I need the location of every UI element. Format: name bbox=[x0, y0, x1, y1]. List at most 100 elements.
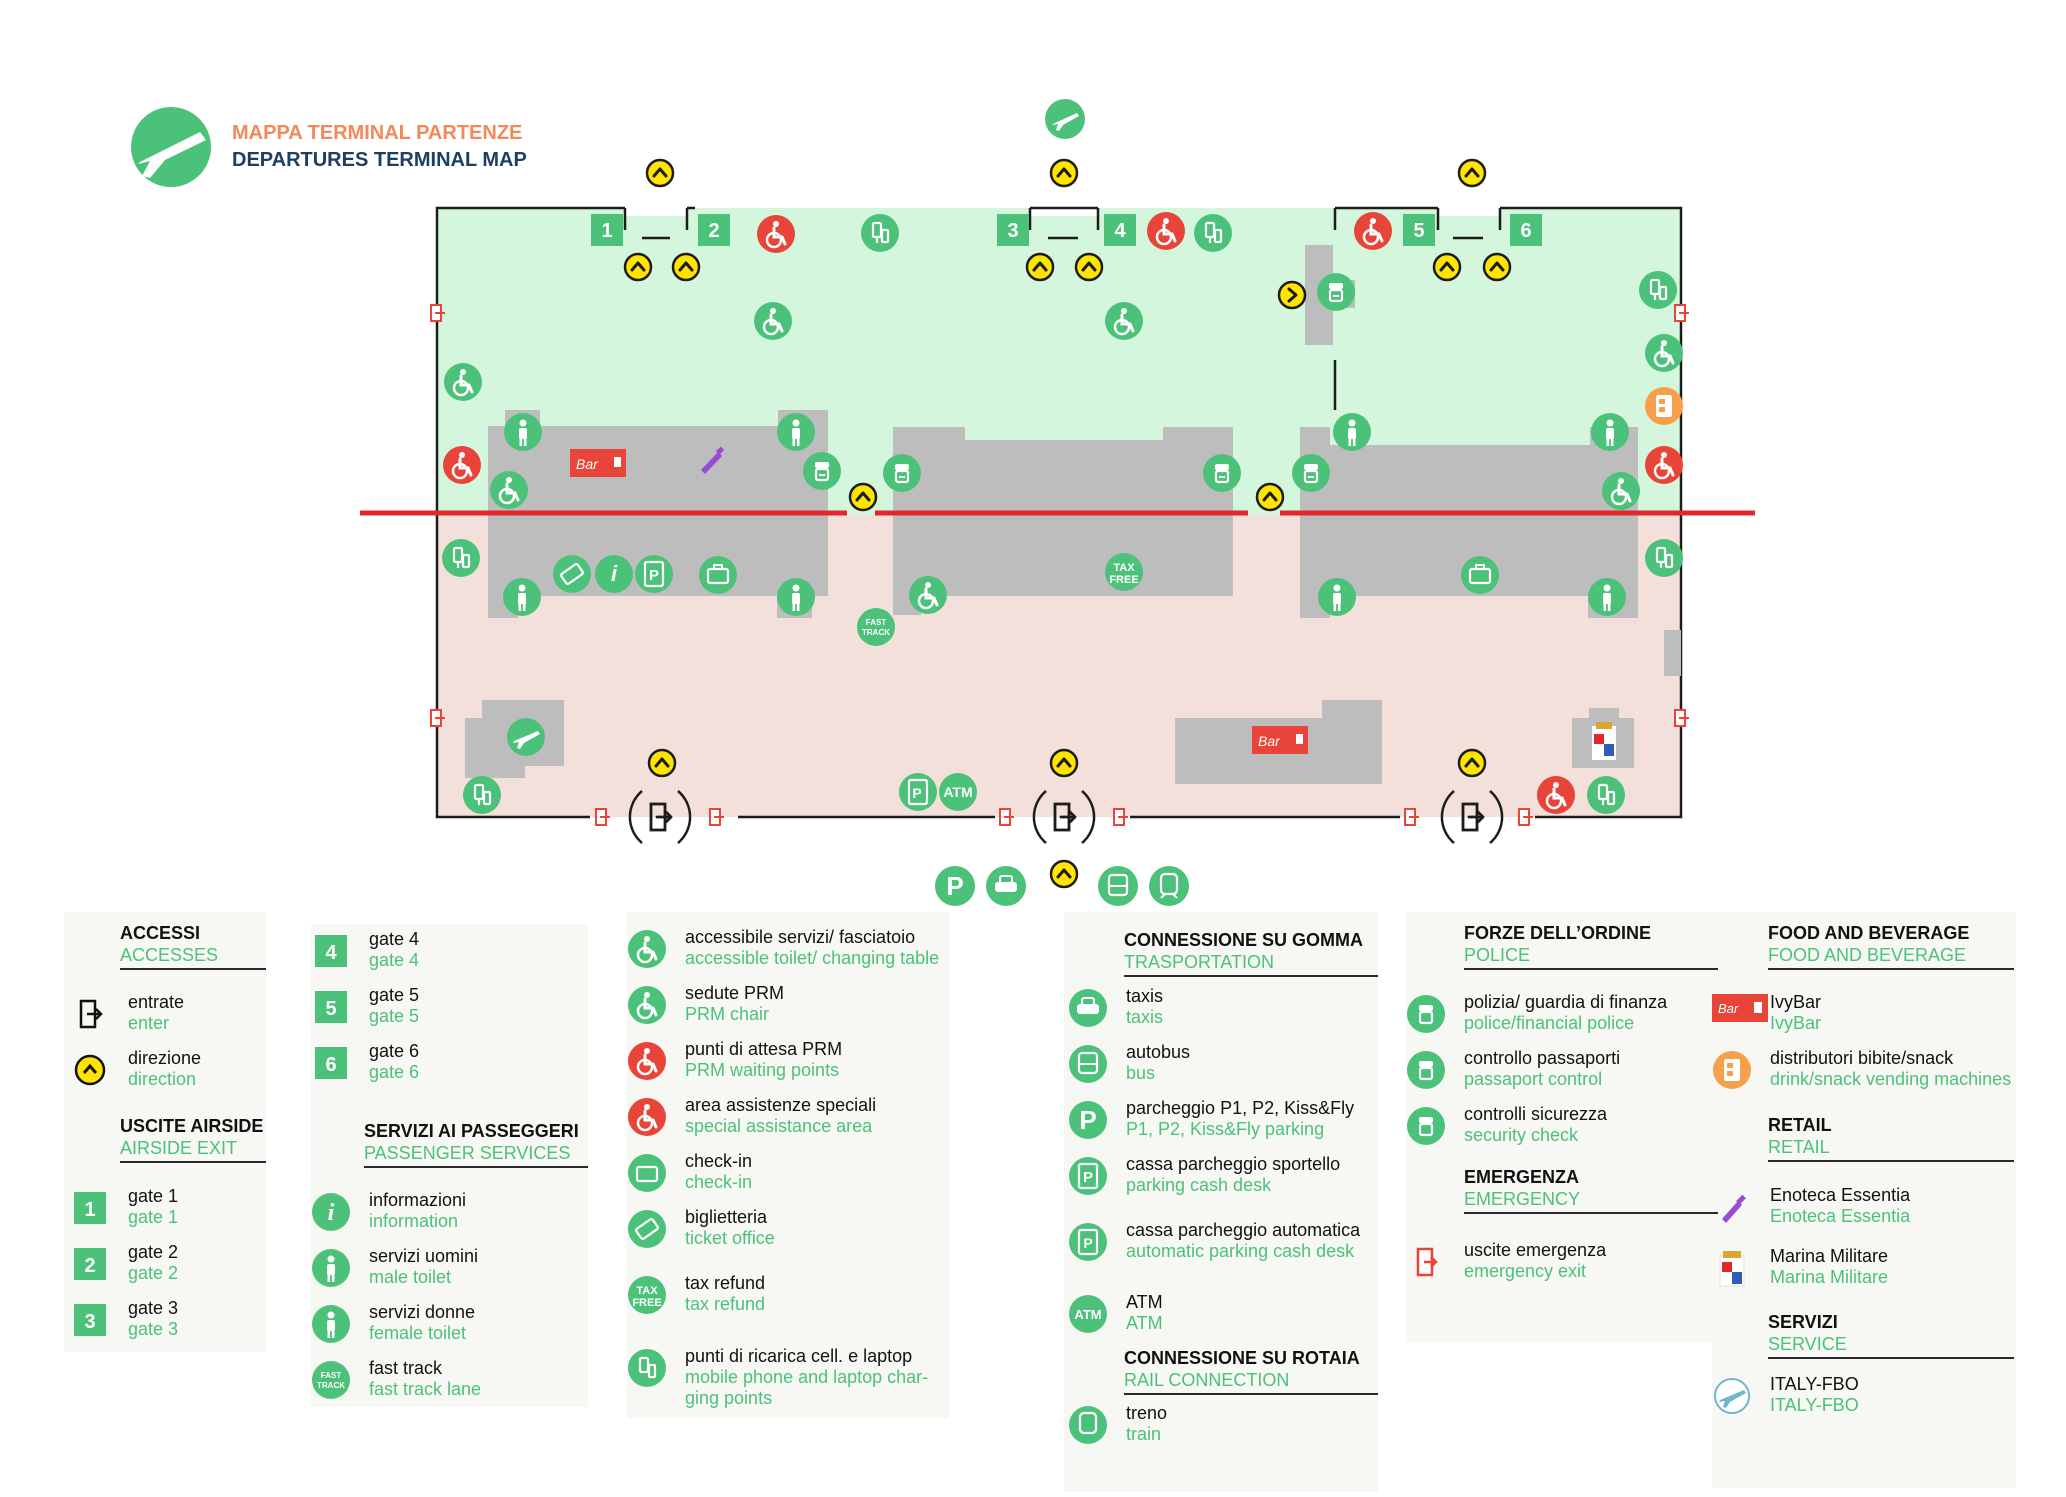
departures-plane-icon bbox=[1045, 99, 1085, 139]
automatic-parking-icon: P bbox=[899, 773, 937, 811]
svg-text:FAST: FAST bbox=[866, 618, 887, 627]
legend-label-it: gate 4 bbox=[369, 929, 420, 949]
svg-text:TRACK: TRACK bbox=[317, 1381, 345, 1390]
legend-divider bbox=[1768, 1160, 2014, 1162]
legend-heading-title: CONNESSIONE SU GOMMA bbox=[1124, 930, 1364, 950]
gate-badge: 3 bbox=[70, 1300, 110, 1340]
direction-arrow-icon[interactable] bbox=[671, 252, 701, 282]
direction-arrow-icon[interactable] bbox=[1457, 158, 1487, 188]
vending-icon bbox=[1645, 387, 1683, 425]
legend-label-en: emergency exit bbox=[1464, 1261, 1587, 1281]
svg-text:5: 5 bbox=[1413, 220, 1424, 242]
svg-text:TRACK: TRACK bbox=[862, 628, 890, 637]
direction-arrow-icon[interactable] bbox=[1457, 748, 1487, 778]
legend-label-en: PRM waiting points bbox=[685, 1060, 840, 1080]
entrances[interactable] bbox=[628, 790, 1504, 844]
direction-arrow-icon[interactable] bbox=[848, 482, 878, 512]
entrance-icon[interactable] bbox=[628, 790, 692, 844]
wine-bottle-icon bbox=[701, 446, 725, 474]
legend-label-it: polizia/ guardia di finanza bbox=[1464, 992, 1668, 1012]
legend-label-en: gate 6 bbox=[369, 1062, 420, 1082]
legend-label-en: parking cash desk bbox=[1126, 1175, 1272, 1195]
svg-text:ATM: ATM bbox=[1074, 1307, 1101, 1322]
prm-waiting-icon bbox=[1537, 776, 1575, 814]
map-title-it: MAPPA TERMINAL PARTENZE bbox=[232, 122, 522, 144]
transport-icons[interactable]: P bbox=[935, 866, 1189, 906]
ticket-icon bbox=[553, 555, 591, 593]
direction-arrow-icon[interactable] bbox=[1432, 252, 1462, 282]
legend-divider bbox=[1464, 1212, 1718, 1214]
accessible-toilet-icon bbox=[1645, 334, 1683, 372]
direction-arrow-icon[interactable] bbox=[647, 748, 677, 778]
passport-control-icon bbox=[1406, 1050, 1446, 1090]
direction-arrow-icon[interactable] bbox=[1074, 252, 1104, 282]
legend-divider bbox=[364, 1166, 588, 1168]
direction-arrow-icon[interactable] bbox=[1482, 252, 1512, 282]
train-icon[interactable] bbox=[1149, 866, 1189, 906]
direction-arrow-icon[interactable] bbox=[623, 252, 653, 282]
legend-heading-title: SERVIZI AI PASSEGGERI bbox=[364, 1121, 579, 1141]
legend-label-en: ATM bbox=[1126, 1313, 1163, 1333]
legend-heading-title: CONNESSIONE SU ROTAIA bbox=[1124, 1348, 1360, 1368]
legend-label-it: sedute PRM bbox=[685, 983, 785, 1003]
legend-label-en: taxis bbox=[1126, 1007, 1164, 1027]
accessible-toilet-icon bbox=[490, 471, 528, 509]
legend-heading-subtitle: PASSENGER SERVICES bbox=[364, 1143, 571, 1163]
svg-text:Bar: Bar bbox=[576, 456, 599, 472]
svg-text:P: P bbox=[1083, 1169, 1093, 1186]
toilet-icon bbox=[1333, 413, 1371, 451]
legend-label-it: IvyBar bbox=[1770, 992, 1822, 1012]
entrance-icon[interactable] bbox=[1032, 790, 1096, 844]
legend-label-it: check-in bbox=[685, 1151, 753, 1171]
parking-icon[interactable]: P bbox=[935, 866, 975, 906]
direction-arrow-icon[interactable] bbox=[1277, 280, 1307, 310]
direction-arrow-icon[interactable] bbox=[645, 158, 675, 188]
taxi-icon[interactable] bbox=[986, 866, 1026, 906]
direction-arrow-icon[interactable] bbox=[1025, 252, 1055, 282]
ticket-icon bbox=[627, 1209, 667, 1249]
legend-label-en: bus bbox=[1126, 1063, 1156, 1083]
gate-badge: 1 bbox=[70, 1188, 110, 1228]
legend-divider bbox=[1768, 968, 2014, 970]
atm-icon: ATM bbox=[939, 773, 977, 811]
svg-text:P: P bbox=[1079, 1105, 1096, 1135]
entrance-icon[interactable] bbox=[1440, 790, 1504, 844]
toilet-icon bbox=[777, 578, 815, 616]
security-check-icon bbox=[1406, 1106, 1446, 1146]
legend-label-en: tax refund bbox=[685, 1294, 766, 1314]
svg-text:TAX: TAX bbox=[636, 1285, 658, 1297]
legend-heading-title: SERVIZI bbox=[1768, 1312, 1838, 1332]
direction-arrow-icon[interactable] bbox=[1049, 158, 1079, 188]
legend-heading-subtitle: TRASPORTATION bbox=[1124, 952, 1275, 972]
bus-icon[interactable] bbox=[1098, 866, 1138, 906]
entrance-icon bbox=[70, 994, 110, 1034]
direction-arrow-icon[interactable] bbox=[1049, 748, 1079, 778]
toilet-icon bbox=[1591, 413, 1629, 451]
direction-arrow-icon[interactable] bbox=[1049, 859, 1079, 889]
direction-arrow-icon[interactable] bbox=[1255, 482, 1285, 512]
